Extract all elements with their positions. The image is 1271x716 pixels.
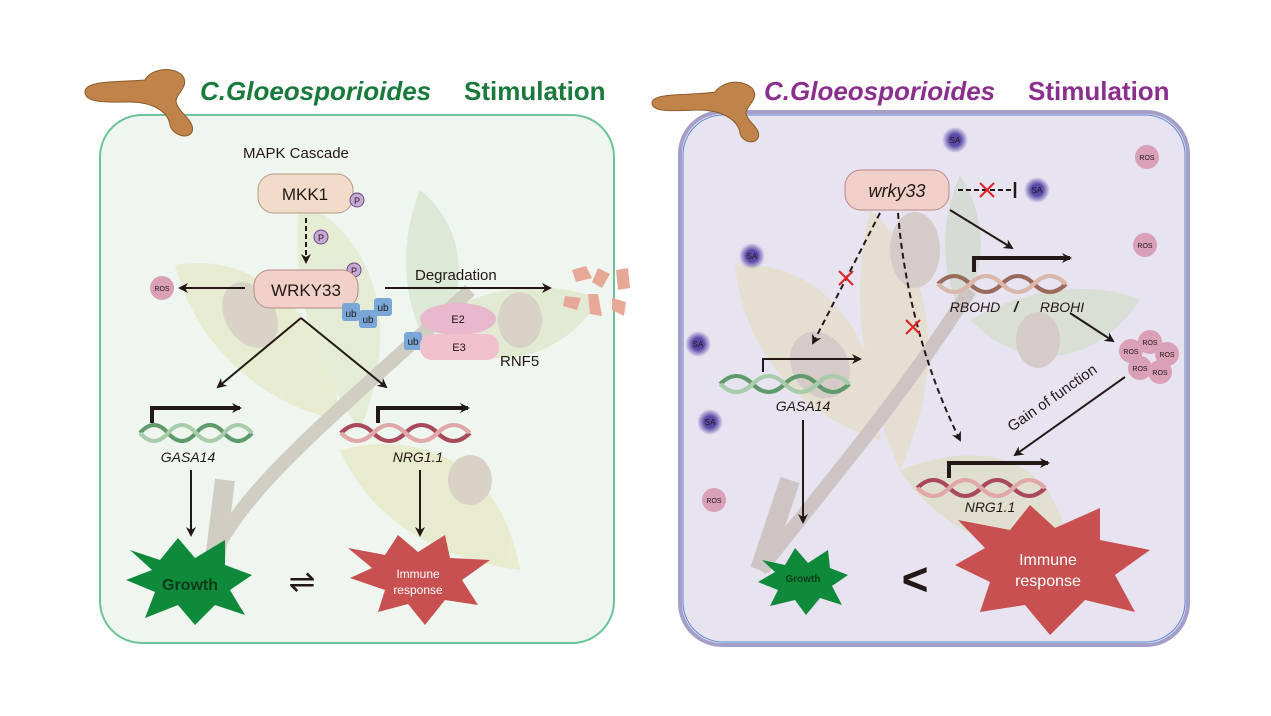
gasa14-label: GASA14 (161, 449, 216, 465)
ros-molecule: ROS (150, 276, 174, 300)
svg-text:ROS: ROS (706, 498, 722, 505)
wrky33-mutant-label: wrky33 (868, 181, 925, 201)
fungus-icon (84, 69, 193, 137)
nrg11-label: NRG1.1 (965, 499, 1016, 515)
sa-molecules: SA SA SA SA SA (685, 127, 1050, 435)
svg-text:SA: SA (705, 418, 716, 427)
activation-arrow-gasa14 (216, 317, 302, 389)
equilibrium-symbol: ⇌ (289, 563, 316, 599)
wrky33-mutant-box (844, 169, 950, 211)
immune-response-burst (348, 535, 490, 625)
blocked-inhibition-sa (958, 182, 1017, 198)
blocked-x-icon (838, 270, 854, 286)
growth-burst (126, 538, 252, 625)
ros-production-arrow (1069, 312, 1115, 343)
growth-label: Growth (786, 574, 821, 585)
mapk-cascade-label: MAPK Cascade (243, 145, 349, 162)
rnf5-label: RNF5 (500, 353, 539, 370)
e2-label: E2 (451, 314, 464, 326)
ubiquitin-tags: ub ub ub ub (342, 298, 422, 350)
ros-molecules: ROS ROS ROS (702, 145, 1159, 512)
svg-text:ROS: ROS (1123, 349, 1139, 356)
left-title-species: C.Gloeosporioides (200, 76, 431, 106)
rboh-activation-arrow (949, 209, 1014, 250)
left-title-word: Stimulation (464, 76, 606, 106)
svg-text:P: P (354, 196, 360, 206)
gasa14-promoter-arrow (150, 403, 242, 423)
mkk1-label: MKK1 (282, 185, 328, 204)
degraded-fragments-icon (563, 266, 630, 316)
svg-text:ROS: ROS (1159, 352, 1175, 359)
e3-enzyme (420, 334, 499, 360)
svg-text:ub: ub (362, 315, 374, 326)
e3-label: E3 (452, 342, 465, 354)
svg-text:ROS: ROS (1142, 340, 1158, 347)
svg-text:SA: SA (693, 340, 704, 349)
immune-label-line1: Immune (396, 567, 440, 581)
ros-cluster: ROS ROS ROS ROS ROS (1119, 330, 1179, 384)
svg-text:SA: SA (1032, 186, 1043, 195)
wrky33-label: WRKY33 (271, 281, 341, 300)
svg-text:SA: SA (950, 136, 961, 145)
less-than-symbol: < (902, 553, 929, 605)
degradation-label: Degradation (415, 267, 497, 284)
svg-text:ub: ub (377, 303, 389, 314)
svg-text:SA: SA (747, 252, 758, 261)
right-title-species: C.Gloeosporioides (764, 76, 995, 106)
mkk1-box (257, 173, 354, 214)
svg-text:ub: ub (345, 309, 357, 320)
immune-response-burst-large (955, 505, 1150, 635)
nrg11-promoter-arrow (376, 403, 470, 423)
svg-text:ub: ub (407, 337, 419, 348)
svg-text:ROS: ROS (154, 286, 170, 293)
immune-label-line2: response (393, 583, 443, 597)
rbohi-label: RBOHI (1040, 299, 1084, 315)
phospho-icon: P (349, 192, 365, 208)
immune-label-line1: Immune (1019, 552, 1077, 569)
blocked-x-icon (905, 319, 921, 335)
fungus-icon (651, 81, 760, 143)
plant-illustration (735, 175, 1140, 575)
right-title-word: Stimulation (1028, 76, 1170, 106)
rbohd-label: RBOHD (950, 299, 1001, 315)
immune-label-line2: response (1015, 573, 1081, 590)
svg-text:P: P (318, 233, 324, 243)
e2-enzyme (420, 303, 496, 335)
phospho-icon: P (313, 229, 329, 245)
svg-text:ROS: ROS (1152, 370, 1168, 377)
svg-text:P: P (351, 266, 357, 276)
growth-burst-small (758, 548, 848, 615)
blocked-nrg11-arrow (897, 212, 961, 442)
nrg11-label: NRG1.1 (393, 449, 444, 465)
svg-text:ROS: ROS (1132, 366, 1148, 373)
gasa14-label: GASA14 (776, 398, 831, 414)
left-panel: C.Gloeosporioides Stimulation MAPK Casca… (84, 69, 630, 644)
svg-text:ROS: ROS (1137, 243, 1153, 250)
right-panel: C.Gloeosporioides Stimulation wrky33 SA … (651, 76, 1190, 647)
growth-label: Growth (162, 577, 218, 594)
gasa14-promoter-arrow (762, 354, 862, 372)
nrg11-promoter-arrow (947, 458, 1050, 478)
rboh-promoter-arrow (972, 253, 1072, 272)
svg-text:ROS: ROS (1139, 155, 1155, 162)
wrky33-box (253, 269, 359, 309)
blocked-x-icon (979, 182, 995, 198)
slash-label: / (1013, 299, 1020, 316)
gain-of-function-arrow (1013, 376, 1126, 457)
activation-arrow-nrg11 (300, 317, 388, 389)
